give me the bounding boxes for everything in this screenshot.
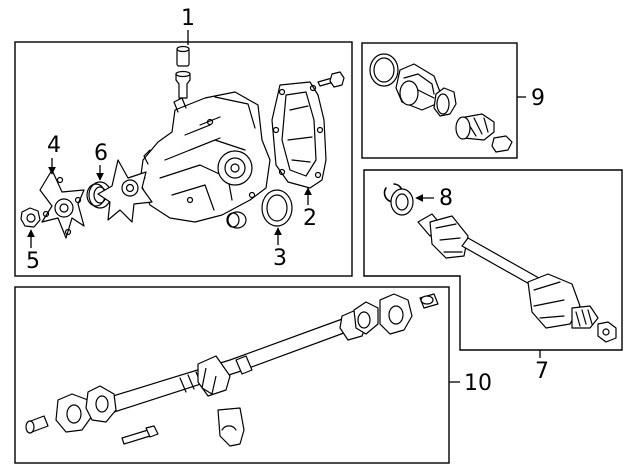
panel-differential bbox=[14, 41, 353, 277]
input-flange-part[interactable] bbox=[97, 159, 153, 223]
axle-seal-part[interactable] bbox=[390, 188, 414, 216]
callout-8: 8 bbox=[415, 186, 453, 211]
svg-text:9: 9 bbox=[531, 86, 545, 111]
callout-3: 3 bbox=[273, 227, 287, 271]
callout-10: 10 bbox=[449, 371, 492, 396]
svg-text:4: 4 bbox=[47, 133, 61, 158]
o-ring-part[interactable] bbox=[261, 189, 293, 227]
svg-text:5: 5 bbox=[26, 249, 40, 274]
svg-text:7: 7 bbox=[535, 359, 549, 384]
callout-2: 2 bbox=[303, 187, 317, 231]
svg-text:10: 10 bbox=[464, 371, 492, 396]
drive-shaft-part[interactable] bbox=[25, 293, 439, 447]
flange-nut-part[interactable] bbox=[20, 207, 41, 228]
svg-text:1: 1 bbox=[181, 6, 195, 31]
cover-bolt-part[interactable] bbox=[317, 71, 345, 88]
callout-1: 1 bbox=[181, 6, 195, 45]
callout-6: 6 bbox=[94, 141, 108, 181]
svg-text:8: 8 bbox=[439, 186, 453, 211]
panel-boot-kit bbox=[361, 42, 518, 159]
callout-4: 4 bbox=[47, 133, 61, 175]
companion-flange-left-part[interactable] bbox=[39, 169, 85, 239]
svg-text:6: 6 bbox=[94, 141, 108, 166]
drain-plug-part[interactable] bbox=[226, 211, 247, 229]
callout-5: 5 bbox=[26, 229, 40, 274]
panel-axle-shaft bbox=[363, 169, 623, 351]
svg-text:3: 3 bbox=[273, 246, 287, 271]
axle-shaft-part[interactable] bbox=[417, 213, 617, 343]
breather-vent-part[interactable] bbox=[175, 45, 191, 99]
callout-7: 7 bbox=[535, 350, 549, 384]
svg-text:2: 2 bbox=[303, 206, 317, 231]
differential-cover-part[interactable] bbox=[271, 81, 327, 189]
callout-9: 9 bbox=[517, 86, 545, 111]
boot-kit-part[interactable] bbox=[369, 53, 513, 153]
panel-drive-shaft bbox=[14, 286, 450, 464]
differential-carrier-part[interactable] bbox=[136, 91, 271, 223]
